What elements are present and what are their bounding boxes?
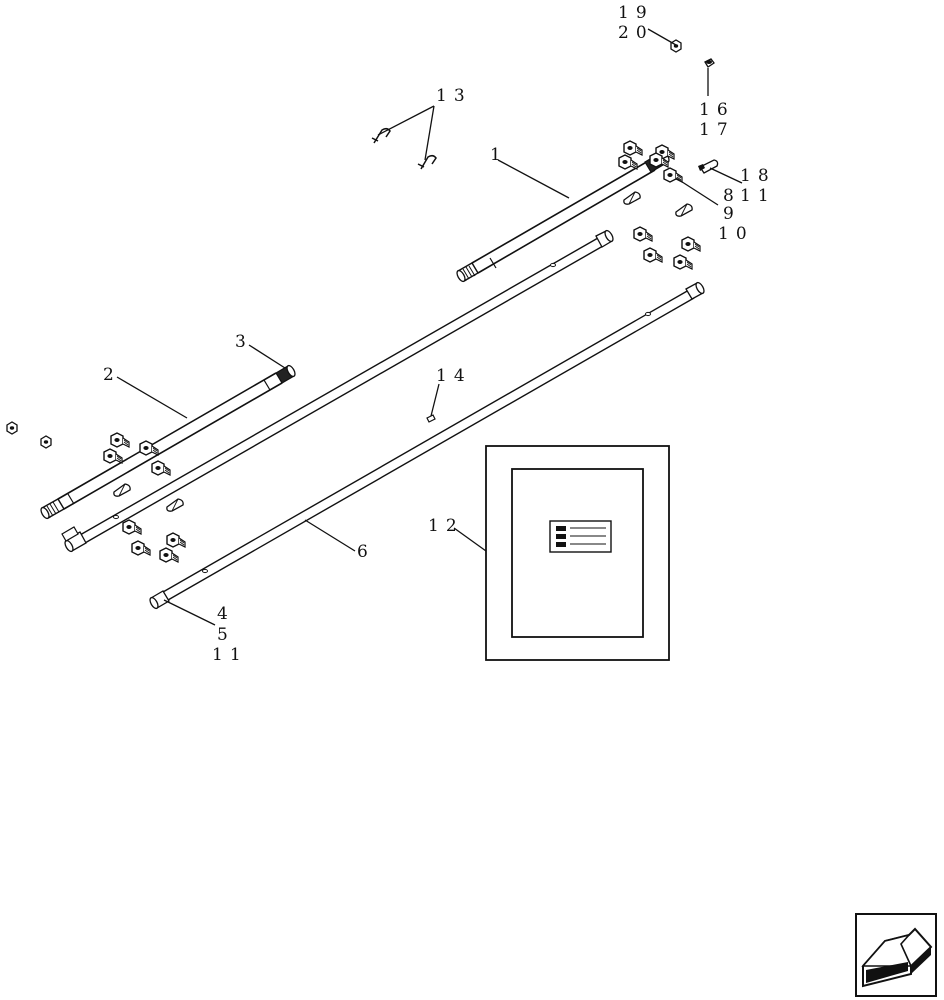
callout-19: 19 [618,3,654,23]
callout-6: 6 [357,542,375,562]
key-14 [426,414,436,423]
callout-9: 9 [723,204,741,224]
shaft-6 [149,281,705,610]
callout-13: 13 [436,86,472,106]
callout-5: 5 [217,625,235,645]
callout-4: 4 [217,604,235,624]
arrow-next-icon [861,927,933,988]
callout-1: 1 [490,145,508,165]
callout-14: 14 [436,366,472,386]
shaft-1 [456,150,670,283]
callout-3: 3 [235,332,253,352]
long-rod [61,229,614,553]
callout-11-lower: 11 [212,645,248,665]
leader-lines [116,28,743,626]
hardware-left [6,421,186,563]
callout-10: 10 [718,224,754,244]
operator-manual-12 [485,445,670,661]
callout-12: 12 [428,516,464,536]
callout-16: 16 [699,100,735,120]
clip-13 [371,127,437,170]
callout-11-upper: 11 [740,186,776,206]
callout-20: 20 [618,23,654,43]
callout-2: 2 [103,365,121,385]
shaft-2 [40,364,296,520]
next-page-button[interactable] [855,913,937,997]
callout-18: 18 [740,166,776,186]
callout-labels: 1 2 3 4 5 11 6 12 13 14 19 20 16 17 18 8… [103,3,776,665]
callout-17: 17 [699,120,735,140]
callout-8: 8 [723,186,741,206]
hardware-right [618,39,719,270]
